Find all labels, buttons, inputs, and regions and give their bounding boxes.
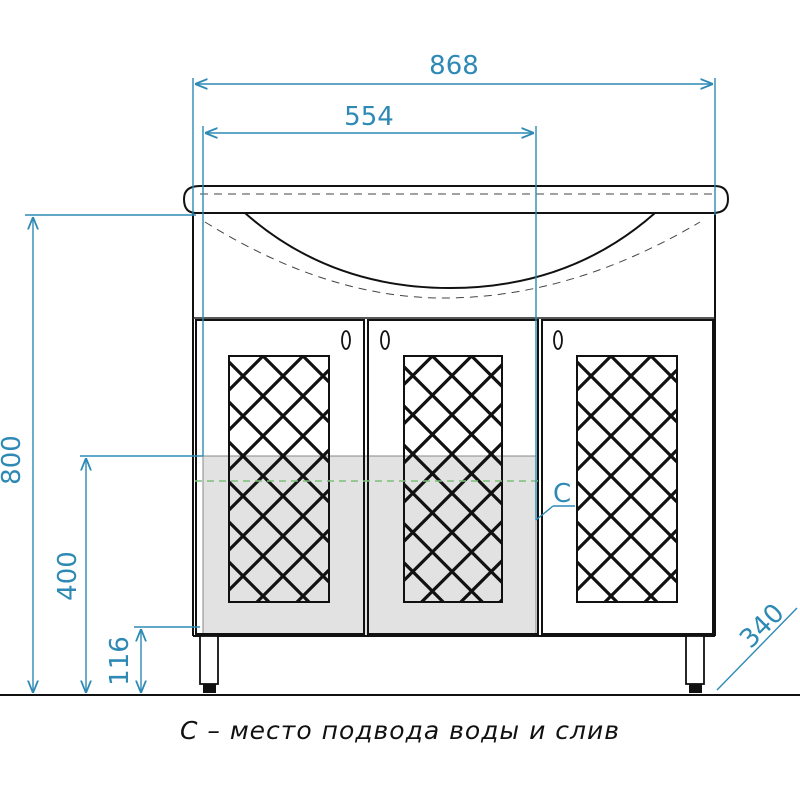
lattice-bar [255, 527, 329, 602]
lattice-bar [577, 487, 677, 593]
dimension-depth: 340 [716, 598, 798, 691]
lattice-bar [643, 567, 677, 602]
lattice-bar [577, 479, 677, 585]
lattice-bar [577, 367, 677, 473]
lattice-bar [577, 356, 653, 433]
svg-text:800: 800 [0, 435, 27, 485]
basin-bowl [196, 212, 713, 299]
lattice-panel-middle [0, 356, 800, 602]
dimension-basin-width: 554 [202, 102, 537, 520]
lattice-bar [459, 558, 502, 602]
lattice-bar [229, 407, 329, 513]
lattice-bar [498, 597, 502, 602]
lattice-bar [577, 359, 677, 465]
lattice-bar [0, 356, 236, 602]
door-right [541, 319, 714, 635]
lattice-bar [229, 487, 329, 593]
lattice-bar [404, 364, 502, 468]
lattice-bar [577, 439, 677, 545]
lattice-bar [229, 439, 329, 545]
svg-text:868: 868 [429, 51, 479, 81]
svg-text:554: 554 [344, 102, 394, 132]
lattice-bar [229, 447, 329, 553]
cabinet-leg-left [199, 635, 219, 693]
lattice-bar [229, 356, 305, 433]
door-handle [341, 330, 351, 350]
lattice-bar [229, 479, 329, 585]
lattice-bar [577, 447, 677, 553]
lattice-bar [550, 356, 796, 602]
lattice-bar [229, 367, 329, 473]
connection-marker: C [535, 479, 575, 521]
door-middle [367, 319, 539, 635]
lattice-bar [404, 442, 502, 546]
lattice-bar [0, 356, 197, 602]
lattice-bar [404, 482, 502, 585]
lattice-bar [577, 519, 659, 602]
lattice-bar [404, 401, 502, 505]
lattice-bar [511, 356, 757, 602]
lattice-bar [229, 519, 311, 602]
lattice-bar [603, 527, 677, 602]
lattice-bar [577, 407, 677, 513]
door-handle [553, 330, 563, 350]
dimension-leg-height: 116 [105, 626, 200, 693]
lattice-bar [609, 356, 677, 425]
lattice-bar [404, 521, 484, 602]
lattice-bar [668, 356, 800, 602]
countertop [182, 185, 730, 214]
lattice-bar [430, 356, 502, 428]
lattice-bar [404, 356, 474, 426]
svg-text:400: 400 [53, 551, 83, 601]
lattice-bar [0, 356, 183, 602]
lattice-bar [404, 440, 502, 544]
lattice-panel-right [577, 356, 800, 602]
lattice-bar [746, 356, 800, 602]
cabinet-body [192, 213, 716, 637]
lattice-bar [404, 480, 502, 583]
cabinet-leg-right [685, 635, 705, 693]
lattice-bar [691, 356, 800, 602]
dimension-overall-height: 800 [0, 214, 196, 693]
svg-text:116: 116 [105, 636, 135, 686]
lattice-bar [420, 519, 502, 602]
lattice-bar [707, 356, 800, 602]
svg-text:C: C [553, 479, 571, 509]
lattice-panel-left [0, 356, 329, 602]
lattice-bar [731, 356, 800, 602]
lattice-bar [404, 403, 502, 507]
svg-text:340: 340 [734, 598, 790, 654]
door-left [195, 319, 365, 635]
lattice-bar [229, 399, 329, 505]
legend-caption: C – место подвода воды и слив [179, 716, 621, 745]
lattice-bar [649, 356, 677, 385]
lattice-bar [771, 356, 800, 602]
dimension-connection-height: 400 [53, 455, 203, 693]
lattice-bar [404, 362, 502, 466]
lattice-bar [577, 399, 677, 505]
door-handle [380, 330, 390, 350]
lattice-bar [229, 599, 231, 602]
dimension-overall-width: 868 [192, 51, 716, 215]
